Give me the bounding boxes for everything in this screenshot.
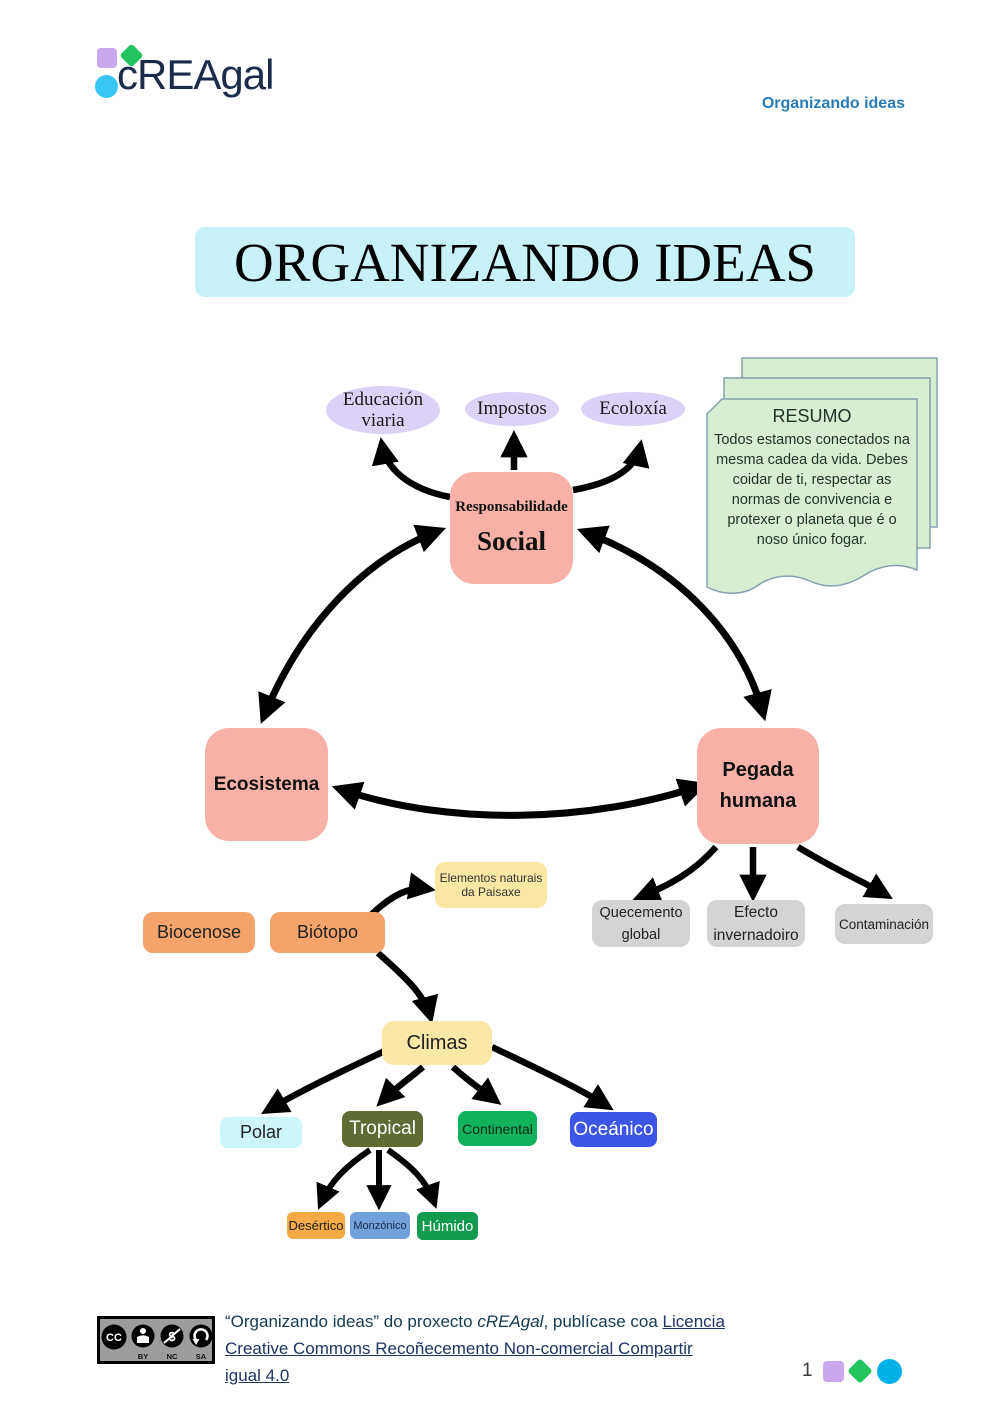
footer-diamond-icon: [847, 1358, 873, 1384]
node-biotopo: Biótopo: [270, 912, 385, 953]
node-quecemento-global: Quecemento global: [592, 900, 690, 947]
license-mid: , publícase coa: [543, 1312, 663, 1331]
license-text: “Organizando ideas” do proxecto cREAgal,…: [225, 1308, 805, 1389]
creagal-logo: cREAgal: [90, 42, 310, 112]
node-oceanico: Oceánico: [570, 1112, 657, 1147]
by-label: BY: [138, 1352, 148, 1361]
node-educacion-viaria: Educación viaria: [326, 386, 440, 434]
node-desertico: Desértico: [287, 1212, 345, 1239]
resumo-body: Todos estamos conectados na mesma cadea …: [714, 432, 910, 548]
sa-label: SA: [196, 1352, 207, 1361]
node-label-main: Social: [476, 526, 546, 556]
document-label: Organizando ideas: [761, 95, 905, 112]
cc-license-badge: CC $ BY NC SA: [97, 1316, 215, 1364]
node-climas: Climas: [382, 1021, 492, 1065]
logo-text: cREAgal: [117, 51, 274, 98]
nc-label: NC: [167, 1352, 178, 1361]
node-ecoloxia: Ecoloxía: [581, 392, 685, 426]
logo-square-icon: [97, 48, 117, 68]
sa-icon: [189, 1324, 213, 1348]
node-monzonico: Monzónico: [350, 1212, 410, 1239]
page-title: ORGANIZANDO IDEAS: [195, 227, 855, 297]
node-elementos-paisaxe: Elementos naturais da Paisaxe: [435, 862, 547, 908]
node-humido: Húmido: [417, 1212, 478, 1240]
footer-circle-icon: [877, 1359, 902, 1384]
node-contaminacion: Contaminación: [835, 904, 933, 944]
node-impostos: Impostos: [465, 392, 559, 426]
license-project-name: cREAgal: [477, 1312, 544, 1331]
node-pegada-humana: Pegada humana: [697, 728, 819, 844]
cc-icon: CC: [106, 1332, 122, 1344]
resumo-note: RESUMO Todos estamos conectados na mesma…: [710, 406, 914, 550]
node-ecosistema: Ecosistema: [205, 728, 328, 841]
node-tropical: Tropical: [342, 1111, 423, 1147]
logo-circle-icon: [95, 75, 118, 98]
footer-square-icon: [823, 1361, 844, 1382]
license-link[interactable]: Licencia Creative Commons Recoñecemento …: [225, 1312, 725, 1385]
resumo-title: RESUMO: [772, 406, 852, 426]
node-responsabilidade-social: Responsabilidade Social: [450, 472, 573, 584]
nc-icon: $: [160, 1324, 184, 1348]
license-prefix: “Organizando ideas” do proxecto: [225, 1312, 478, 1331]
node-biocenose: Biocenose: [143, 912, 255, 953]
footer-logo-shapes: [823, 1357, 903, 1389]
node-label-top: Responsabilidade: [455, 499, 568, 515]
node-polar: Polar: [220, 1117, 302, 1148]
page-number: 1: [802, 1360, 813, 1381]
by-icon: [131, 1324, 155, 1348]
node-continental: Continental: [458, 1111, 537, 1146]
node-efecto-invernadoiro: Efecto invernadoiro: [707, 900, 805, 947]
